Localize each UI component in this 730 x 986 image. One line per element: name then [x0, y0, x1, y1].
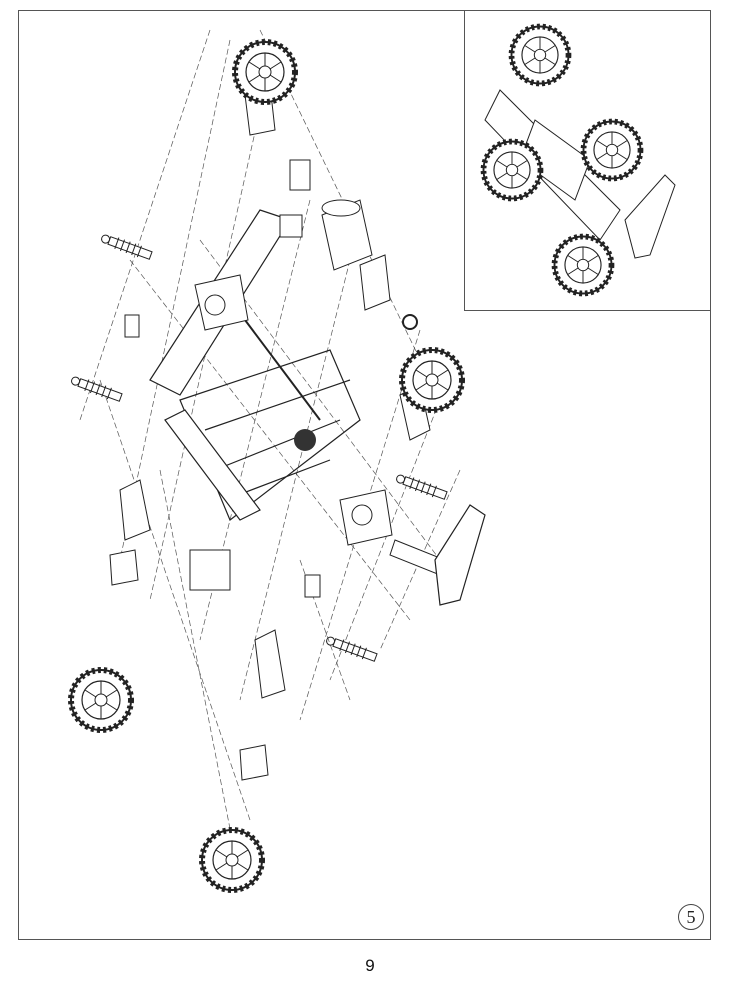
wheel-rear-left: [402, 350, 462, 410]
motor: [321, 199, 418, 330]
wheel-front-right: [71, 670, 131, 730]
assembled-view-inset: [464, 10, 711, 311]
wheel-rear-right: [202, 830, 262, 890]
step-number: 5: [678, 904, 704, 930]
rear-shock-right: [324, 633, 379, 664]
front-gearbox: [194, 274, 249, 331]
spur-gear: [294, 429, 316, 451]
chassis: [149, 209, 361, 521]
page-number: 9: [365, 956, 375, 975]
assembled-car: [484, 26, 676, 293]
diagram-frame: [18, 10, 711, 940]
front-shock-right: [69, 373, 124, 404]
assembly-guide-lines: [79, 29, 461, 881]
suspension-parts: [109, 84, 446, 781]
wheel-front-left: [235, 42, 295, 102]
front-shock-left: [99, 231, 154, 262]
rear-gearbox: [339, 489, 393, 546]
rear-wing: [434, 504, 486, 606]
rear-shock-left: [394, 471, 449, 502]
